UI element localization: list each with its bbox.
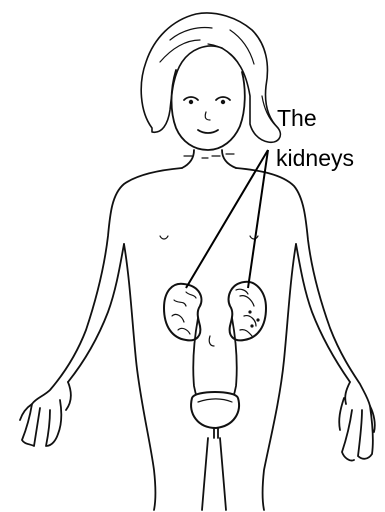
right-pupil [221,100,225,104]
pointer-line-left-kidney [186,150,268,288]
mouth [198,130,218,133]
chest-mark-right [250,236,258,239]
collar-marks [184,154,234,158]
left-eye [184,97,198,100]
label-line-2: kidneys [276,145,354,171]
neck [182,150,236,168]
nose [205,112,210,120]
bladder [191,392,239,428]
inner-leg-right [220,438,226,510]
face [172,70,245,150]
kidney-dot-1 [248,310,251,313]
torso-right [263,244,297,510]
kidney-dot-3 [250,324,253,327]
torso-left [124,244,156,510]
urethra [214,428,218,438]
right-inner-arm [296,244,350,382]
right-eye [216,97,230,100]
kidney-dot-2 [256,318,259,321]
left-inner-arm [68,244,124,382]
inner-leg-left [202,438,208,510]
hair [141,13,280,142]
left-hand [20,382,71,446]
chest-mark-left [160,236,168,239]
body-outline-left [32,168,182,404]
left-pupil [189,100,193,104]
navel [209,336,214,346]
right-hand [339,382,375,461]
label-line-1: The [277,105,317,131]
